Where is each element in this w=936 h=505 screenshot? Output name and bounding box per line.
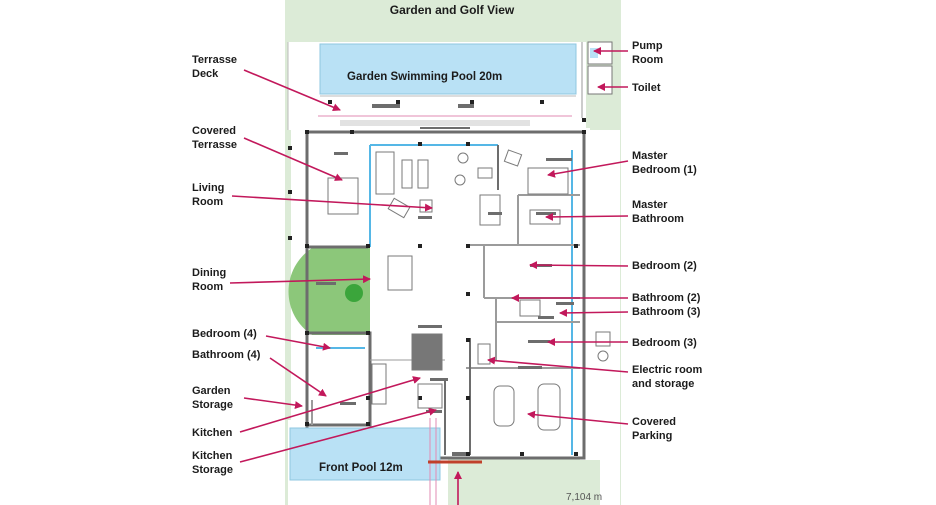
tree [345, 284, 363, 302]
arrow-master-bedroom [547, 160, 629, 178]
furniture [327, 149, 611, 431]
label-master-bathroom: Master Bathroom [632, 199, 684, 225]
label-bedroom-4: Bedroom (4) [192, 328, 257, 340]
arrow-living-room [231, 195, 433, 212]
house-outer-wall [305, 130, 586, 460]
arrow-dining-room [229, 275, 371, 284]
front-pool [289, 427, 441, 481]
label-living-room: Living Room [192, 182, 225, 208]
arrow-bedroom-2 [529, 261, 629, 270]
label-covered-terrasse: Covered Terrasse [192, 125, 238, 151]
label-bedroom-3: Bedroom (3) [632, 337, 697, 349]
label-pump-room: Pump Room [632, 40, 664, 66]
label-master-bedroom: Master Bedroom (1) [632, 150, 697, 176]
label-toilet: Toilet [632, 82, 661, 94]
arrow-covered-terrasse [243, 137, 343, 181]
label-covered-parking: Covered Parking [632, 416, 677, 442]
structural-columns [288, 100, 586, 456]
arrow-master-bathroom [545, 212, 629, 221]
label-bathroom-3: Bathroom (3) [632, 306, 701, 318]
arrow-kitchen-storage [239, 407, 437, 463]
arrow-garden-storage [243, 397, 303, 410]
front-pool-label: Front Pool 12m [319, 462, 403, 474]
label-bedroom-2: Bedroom (2) [632, 260, 697, 272]
label-dining-room: Dining Room [192, 267, 227, 293]
label-bathroom-4: Bathroom (4) [192, 349, 261, 361]
dimension-label: 7,104 m [566, 492, 603, 503]
label-electric-room: Electric room and storage [632, 364, 703, 390]
leader-arrows [229, 47, 629, 505]
arrow-bathroom-4 [269, 357, 327, 397]
label-garden-storage: Garden Storage [192, 385, 233, 411]
label-terrasse-deck: Terrasse Deck [192, 54, 238, 80]
garden-pool [319, 43, 577, 95]
arrow-covered-parking [527, 410, 629, 425]
label-kitchen: Kitchen [192, 427, 233, 439]
arrow-bedroom-4 [265, 335, 331, 351]
label-bathroom-2: Bathroom (2) [632, 292, 701, 304]
toilet-room [587, 65, 613, 95]
label-kitchen-storage: Kitchen Storage [192, 450, 233, 476]
arrow-terrasse-deck [243, 69, 341, 111]
arrow-kitchen [239, 376, 421, 433]
round-lawn [288, 248, 370, 335]
bedroom-4-wing [305, 331, 372, 427]
garden-pool-label: Garden Swimming Pool 20m [347, 71, 503, 83]
right-strip-deck [600, 300, 620, 505]
arrow-bathroom-3 [559, 308, 629, 317]
plan-title: Garden and Golf View [389, 3, 515, 17]
arrow-electric-room [487, 356, 629, 373]
